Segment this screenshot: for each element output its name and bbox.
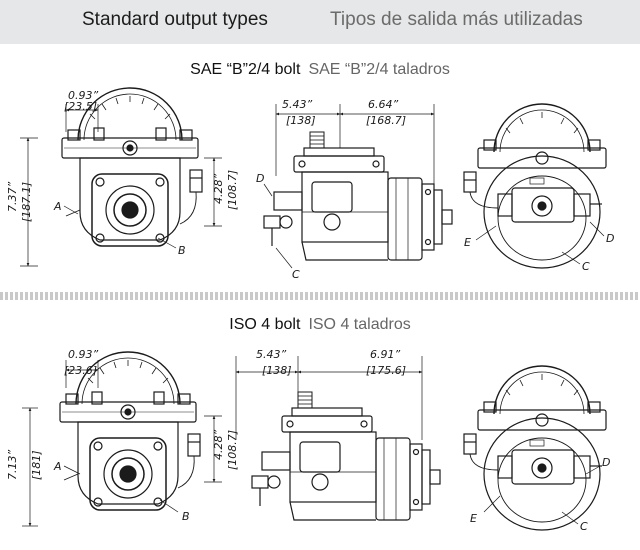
sae-side-view-drawing: [263, 131, 453, 261]
sae-callout-a: A: [53, 200, 62, 213]
section-divider: [0, 292, 640, 300]
iso-rear-callout-c: C: [580, 520, 588, 533]
sae-side-callout-d: D: [256, 172, 264, 185]
iso-shaft-height-in: 4.28”: [212, 430, 225, 460]
iso-rear-view-drawing: [463, 365, 607, 531]
iso-body-len-in: 5.43”: [256, 348, 286, 361]
section-title-es: ISO 4 taladros: [308, 316, 411, 333]
sae-shaft-height-mm: [108.7]: [226, 170, 239, 210]
sae-height-in: 7.37”: [6, 182, 19, 212]
sae-side-callout-c: C: [292, 268, 300, 281]
sae-total-len-in: 6.64”: [368, 98, 398, 111]
iso-total-len-in: 6.91”: [370, 348, 400, 361]
iso-callout-b: B: [182, 510, 190, 523]
sae-flange-offset-mm: [23.5]: [64, 100, 97, 113]
section-title-es: SAE “B”2/4 taladros: [308, 61, 450, 78]
iso-total-len-mm: [175.6]: [366, 364, 406, 377]
sae-shaft-height-in: 4.28”: [212, 174, 225, 204]
header-title-en: Standard output types: [82, 9, 268, 30]
iso-callout-a: A: [53, 460, 62, 473]
sae-rear-view-drawing: [463, 103, 607, 269]
header-bar: Standard output types Tipos de salida má…: [0, 0, 640, 44]
sae-total-len-mm: [168.7]: [366, 114, 406, 127]
iso-height-in: 7.13”: [6, 450, 19, 480]
sae-callout-b: B: [178, 244, 186, 257]
iso-rear-callout-e: E: [470, 512, 477, 525]
iso-rear-callout-d: D: [602, 456, 610, 469]
iso-body-len-mm: [138]: [262, 364, 292, 377]
section-title-iso: ISO 4 bolt ISO 4 taladros: [0, 316, 640, 334]
sae-body-len-mm: [138]: [286, 114, 316, 127]
sae-flange-offset-in: 0.93”: [68, 89, 98, 102]
sae-rear-callout-d: D: [606, 232, 614, 245]
header-title-es: Tipos de salida más utilizadas: [330, 9, 583, 30]
iso-height-mm: [181]: [30, 450, 43, 480]
sae-height-mm: [187.1]: [20, 182, 33, 222]
iso-flange-offset-in: 0.93”: [68, 348, 98, 361]
section-title-sae: SAE “B”2/4 bolt SAE “B”2/4 taladros: [0, 61, 640, 79]
section-title-en: SAE “B”2/4 bolt: [190, 61, 301, 78]
sae-rear-callout-e: E: [464, 236, 471, 249]
iso-shaft-height-mm: [108.7]: [226, 430, 239, 470]
sae-rear-callout-c: C: [582, 260, 590, 273]
iso-side-view-drawing: [251, 391, 441, 521]
sae-body-len-in: 5.43”: [282, 98, 312, 111]
iso-flange-offset-mm: [23.6]: [64, 364, 97, 377]
section-title-en: ISO 4 bolt: [229, 316, 301, 333]
